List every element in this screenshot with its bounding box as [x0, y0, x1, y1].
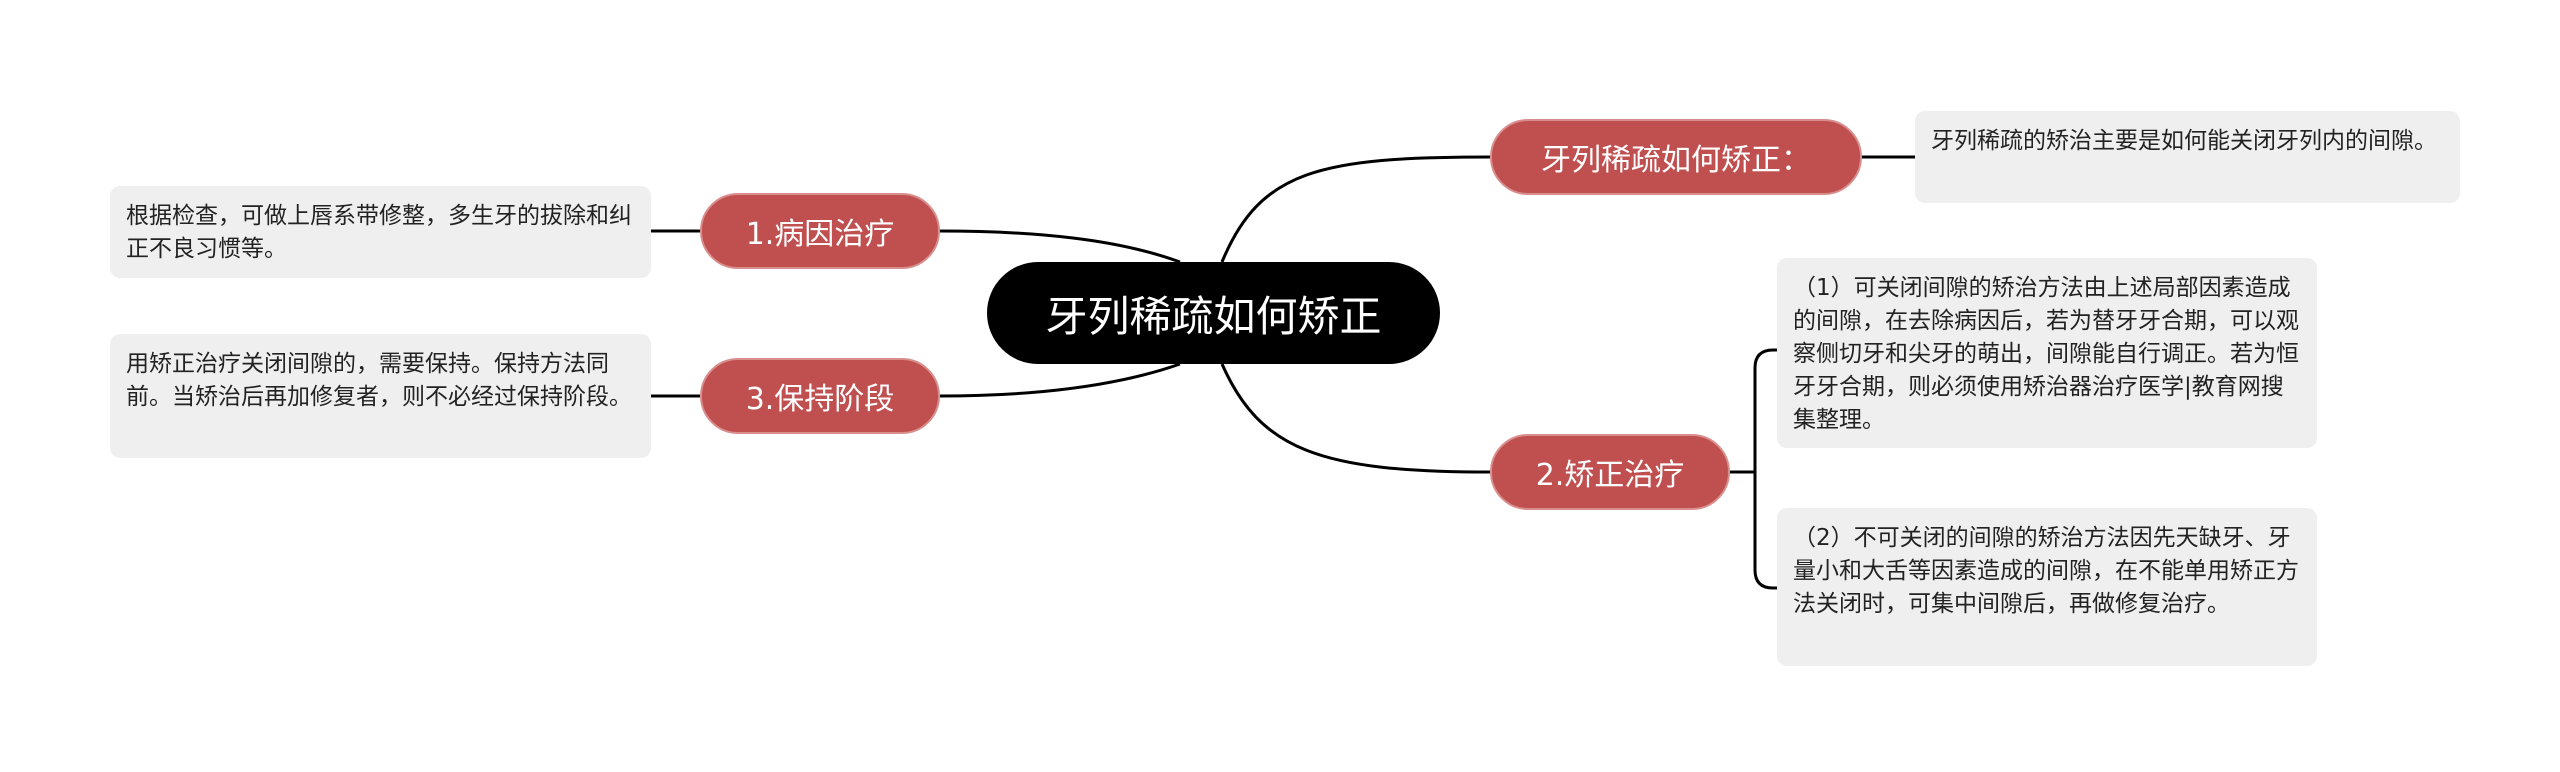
branch-correction[interactable]: 2.矫正治疗	[1490, 434, 1730, 510]
link-root-branch-maintain	[939, 362, 1181, 398]
note-correction-1-text: （1）可关闭间隙的矫治方法由上述局部因素造成的间隙，在去除病因后，若为替牙牙合期…	[1793, 275, 2299, 433]
branch-question-label: 牙列稀疏如何矫正：	[1541, 143, 1811, 178]
branch-correction-label: 2.矫正治疗	[1535, 458, 1685, 493]
link-root-branch-cause	[939, 229, 1181, 264]
note-maintain-text: 用矫正治疗关闭间隙的，需要保持。保持方法同前。当矫治后再加修复者，则不必经过保持…	[126, 351, 632, 410]
link-root-branch-correction	[1220, 363, 1491, 474]
note-cause-text: 根据检查，可做上唇系带修整，多生牙的拔除和纠正不良习惯等。	[126, 203, 632, 262]
link-bracket-note-1	[1753, 348, 1777, 472]
branch-question[interactable]: 牙列稀疏如何矫正：	[1490, 119, 1862, 195]
note-correction-1[interactable]: （1）可关闭间隙的矫治方法由上述局部因素造成的间隙，在去除病因后，若为替牙牙合期…	[1777, 258, 2317, 448]
note-question[interactable]: 牙列稀疏的矫治主要是如何能关闭牙列内的间隙。	[1915, 111, 2460, 203]
note-question-text: 牙列稀疏的矫治主要是如何能关闭牙列内的间隙。	[1931, 128, 2437, 154]
branch-maintain[interactable]: 3.保持阶段	[700, 358, 940, 434]
branch-maintain-label: 3.保持阶段	[745, 382, 895, 417]
branch-cause-label: 1.病因治疗	[745, 217, 895, 252]
link-root-branch-question	[1220, 155, 1491, 263]
root-topic-label: 牙列稀疏如何矫正	[1045, 291, 1382, 341]
note-correction-2[interactable]: （2）不可关闭的间隙的矫治方法因先天缺牙、牙量小和大舌等因素造成的间隙，在不能单…	[1777, 508, 2317, 666]
link-bracket-note-2	[1753, 472, 1777, 590]
branch-cause[interactable]: 1.病因治疗	[700, 193, 940, 269]
note-maintain[interactable]: 用矫正治疗关闭间隙的，需要保持。保持方法同前。当矫治后再加修复者，则不必经过保持…	[110, 334, 651, 458]
note-cause[interactable]: 根据检查，可做上唇系带修整，多生牙的拔除和纠正不良习惯等。	[110, 186, 651, 278]
note-correction-2-text: （2）不可关闭的间隙的矫治方法因先天缺牙、牙量小和大舌等因素造成的间隙，在不能单…	[1793, 525, 2299, 617]
root-topic[interactable]: 牙列稀疏如何矫正	[987, 262, 1440, 364]
